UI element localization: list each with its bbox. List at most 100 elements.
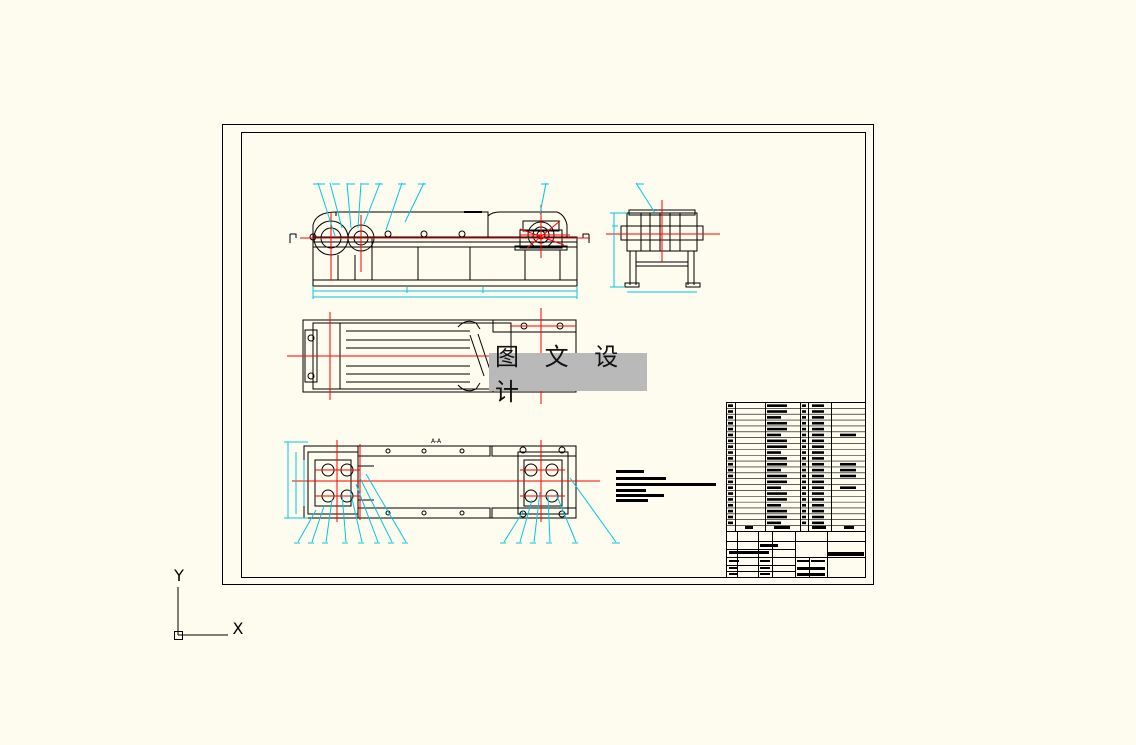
parts-cell-text xyxy=(802,498,806,501)
parts-cell-text xyxy=(802,515,806,519)
parts-cell-text xyxy=(812,404,824,407)
parts-cell-text xyxy=(728,404,733,407)
parts-cell-text xyxy=(767,498,787,501)
parts-cell-text xyxy=(767,462,787,466)
title-block-text xyxy=(729,526,864,576)
parts-cell-text xyxy=(802,480,806,484)
parts-cell-text xyxy=(767,404,787,407)
parts-cell-text xyxy=(802,404,806,407)
parts-cell-text xyxy=(767,433,781,437)
parts-cell-text xyxy=(728,521,733,525)
parts-cell-text xyxy=(802,509,806,513)
parts-cell-text xyxy=(812,492,824,495)
section-view-dimensions xyxy=(284,441,620,544)
parts-cell-text xyxy=(767,521,781,525)
parts-cell-text xyxy=(728,480,733,484)
parts-cell-text xyxy=(812,521,824,525)
parts-cell-text xyxy=(767,457,787,460)
parts-cell-text xyxy=(728,509,733,513)
parts-cell-text xyxy=(728,410,733,413)
parts-cell-text xyxy=(840,486,856,489)
sheet-inner-border xyxy=(241,132,866,578)
parts-cell-text xyxy=(728,492,733,495)
parts-cell-text xyxy=(728,486,733,489)
section-view-centerlines xyxy=(292,440,600,522)
parts-cell-text xyxy=(802,416,806,419)
parts-cell-text xyxy=(812,433,824,437)
parts-cell-text xyxy=(802,462,806,466)
parts-cell-text xyxy=(767,492,787,495)
parts-cell-text xyxy=(728,433,733,437)
parts-cell-text xyxy=(840,474,856,478)
parts-cell-text xyxy=(802,439,806,443)
parts-cell-text xyxy=(767,474,787,478)
parts-cell-text xyxy=(840,468,856,472)
parts-cell-text xyxy=(767,451,781,454)
ucs-x-label: X xyxy=(233,619,244,638)
parts-cell-text xyxy=(767,503,781,507)
parts-cell-text xyxy=(812,421,824,425)
parts-cell-text xyxy=(812,445,824,448)
parts-cell-text xyxy=(728,421,733,425)
parts-cell-text xyxy=(802,474,806,478)
parts-cell-text xyxy=(802,445,806,448)
parts-list xyxy=(726,402,866,532)
side-view-dimensions xyxy=(610,182,697,293)
parts-cell-text xyxy=(812,462,824,466)
parts-cell-text xyxy=(767,439,787,443)
parts-cell-text xyxy=(767,445,787,448)
parts-cell-text xyxy=(728,462,733,466)
parts-cell-text xyxy=(802,427,806,431)
parts-cell-text xyxy=(802,451,806,454)
parts-cell-text xyxy=(728,451,733,454)
parts-cell-text xyxy=(812,457,824,460)
parts-cell-text xyxy=(812,474,824,478)
parts-cell-text xyxy=(812,410,824,413)
parts-cell-text xyxy=(767,509,787,513)
parts-cell-text xyxy=(728,515,733,519)
parts-cell-text xyxy=(812,468,824,472)
watermark: 图 文 设 计 xyxy=(489,343,647,406)
parts-cell-text xyxy=(802,433,806,437)
parts-cell-text xyxy=(812,416,824,419)
parts-cell-text xyxy=(767,480,787,484)
parts-cell-text xyxy=(728,503,733,507)
front-view-centerlines xyxy=(300,205,590,280)
parts-cell-text xyxy=(728,457,733,460)
parts-cell-text xyxy=(812,439,824,443)
parts-cell-text xyxy=(840,462,856,466)
parts-cell-text xyxy=(812,451,824,454)
ucs-icon xyxy=(174,587,228,640)
parts-cell-text xyxy=(812,515,824,519)
parts-cell-text xyxy=(802,503,806,507)
parts-cell-text xyxy=(728,416,733,419)
front-view-dimensions xyxy=(312,182,578,299)
parts-cell-text xyxy=(802,486,806,489)
parts-cell-text xyxy=(728,439,733,443)
parts-cell-text xyxy=(767,421,787,425)
parts-cell-text xyxy=(728,474,733,478)
parts-cell-text xyxy=(812,480,824,484)
parts-cell-text xyxy=(812,498,824,501)
ucs-y-label: Y xyxy=(173,566,184,585)
parts-cell-text xyxy=(802,410,806,413)
sheet-outer-border xyxy=(222,124,874,585)
parts-cell-text xyxy=(802,492,806,495)
parts-cell-text xyxy=(767,427,787,431)
title-block xyxy=(726,531,866,578)
technical-notes xyxy=(616,470,716,502)
front-view xyxy=(289,211,590,287)
parts-cell-text xyxy=(728,427,733,431)
parts-cell-text xyxy=(802,457,806,460)
parts-cell-text xyxy=(812,503,824,507)
parts-cell-text xyxy=(767,515,787,519)
parts-cell-text xyxy=(802,468,806,472)
parts-cell-text xyxy=(812,427,824,431)
parts-cell-text xyxy=(812,486,824,489)
parts-cell-text xyxy=(728,468,733,472)
parts-cell-text xyxy=(767,416,781,419)
parts-cell-text xyxy=(767,486,781,489)
parts-cell-text xyxy=(767,468,781,472)
parts-cell-text xyxy=(802,521,806,525)
parts-cell-text xyxy=(728,445,733,448)
